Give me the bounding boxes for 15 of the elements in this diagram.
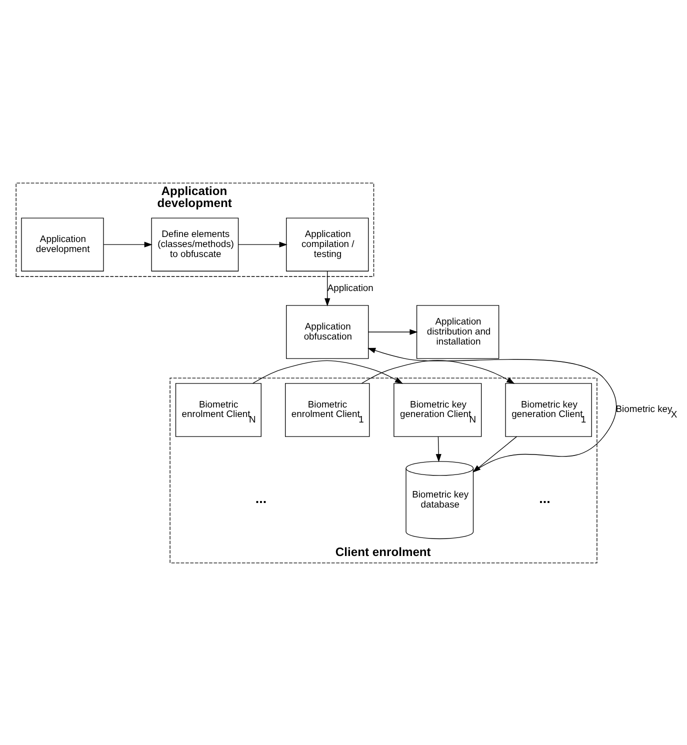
node-box: Application obfuscation — [286, 304, 369, 358]
arrow — [436, 436, 442, 462]
node-box: Application development — [21, 217, 104, 271]
arrow — [103, 241, 152, 247]
label: ... — [539, 490, 550, 506]
node-box: Application compilation / testing — [286, 217, 369, 271]
arrow — [238, 241, 288, 247]
node-box: Application distribution and installation — [416, 304, 500, 358]
edge-label: Application — [327, 281, 374, 292]
arrow — [324, 270, 330, 306]
node-box: Define elements (classes/methods) to obfuscate — [151, 217, 239, 271]
label: ... — [255, 490, 267, 506]
arrow — [368, 328, 418, 334]
arrow — [252, 360, 404, 384]
arrow — [361, 359, 515, 384]
